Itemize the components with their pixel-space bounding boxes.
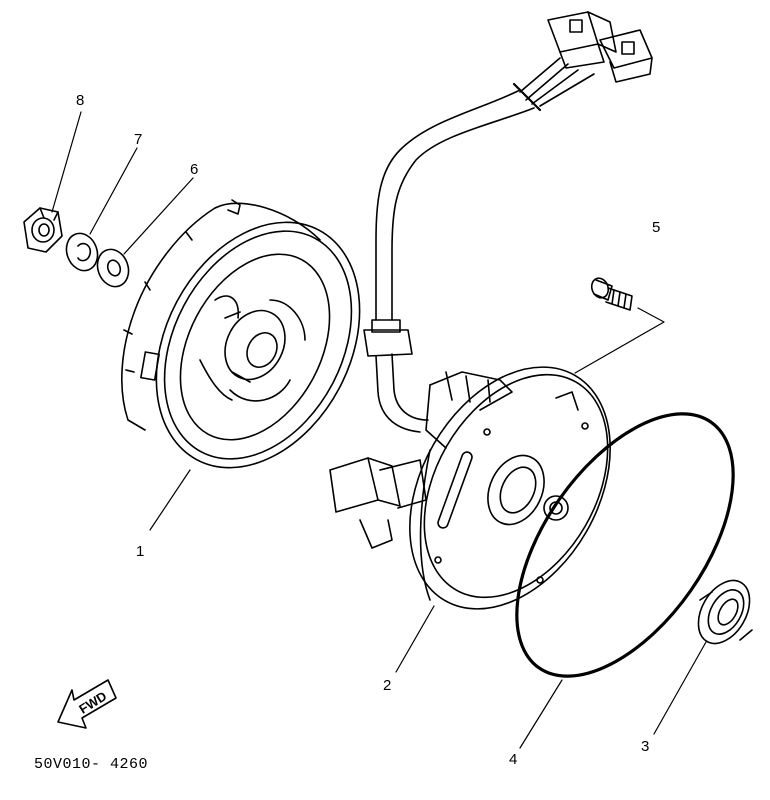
part-label-4: 4 <box>509 751 518 768</box>
part-label-1: 1 <box>136 543 145 560</box>
part-label-2: 2 <box>383 677 392 694</box>
nut-drawing <box>23 207 63 253</box>
stator-drawing <box>329 11 653 610</box>
part-label-5: 5 <box>652 219 661 236</box>
rotor-drawing <box>121 199 361 469</box>
washer-drawing <box>96 248 130 288</box>
leader-7 <box>89 147 138 235</box>
leader-8 <box>51 111 82 213</box>
leader-3 <box>653 641 707 735</box>
part-label-3: 3 <box>641 738 650 755</box>
leader-1 <box>149 469 191 531</box>
drawing-code: 50V010- 4260 <box>34 756 149 773</box>
leader-lines <box>51 111 707 749</box>
lock-washer-drawing <box>65 232 99 272</box>
leader-4 <box>519 679 563 749</box>
leader-6 <box>123 177 194 255</box>
forward-arrow-icon <box>57 679 117 729</box>
part-label-8: 8 <box>76 92 85 109</box>
oil-seal-drawing <box>697 579 753 645</box>
leader-2 <box>395 605 435 673</box>
part-label-6: 6 <box>190 161 199 178</box>
part-label-7: 7 <box>134 131 143 148</box>
screw-drawing <box>590 277 633 311</box>
o-ring-drawing <box>515 412 735 678</box>
screw-leader <box>574 307 665 374</box>
